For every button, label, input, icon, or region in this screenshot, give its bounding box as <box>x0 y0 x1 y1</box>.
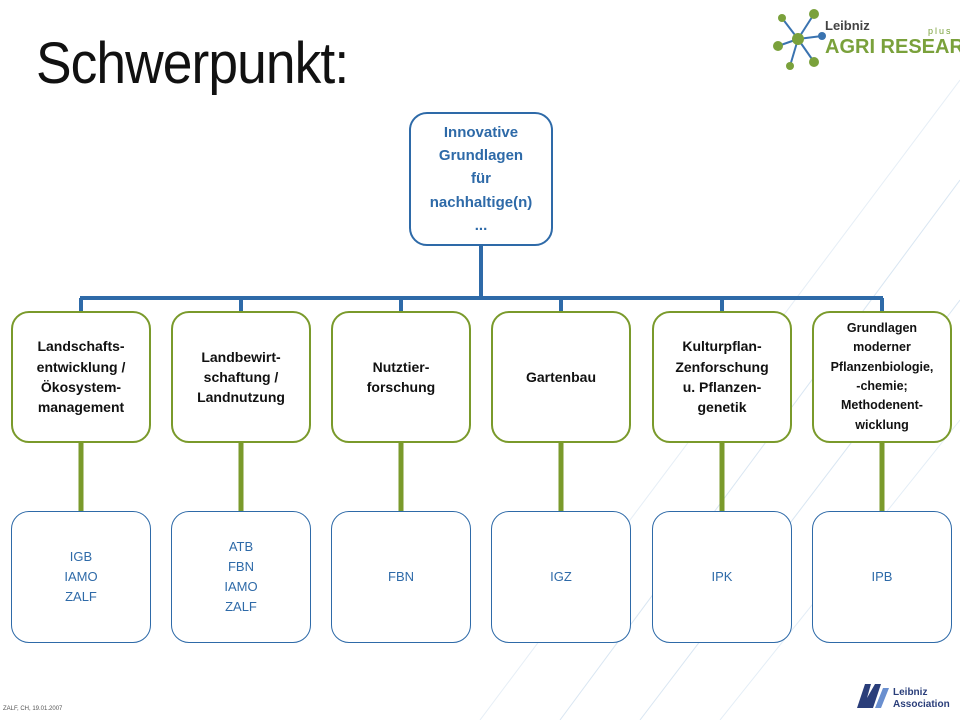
category-node-landschaftsentwicklung: Landschafts- entwicklung / Ökosystem- ma… <box>11 311 151 443</box>
logo-leibniz-text: Leibniz <box>825 18 870 33</box>
leibniz-agri-research-logo: Leibniz plus AGRI RESEARCH <box>770 4 960 76</box>
category-node-kulturpflanzenforschung: Kulturpflan- Zenforschung u. Pflanzen- g… <box>652 311 792 443</box>
category-node-nutztierforschung: Nutztier- forschung <box>331 311 471 443</box>
leibniz-logo-icon <box>857 684 889 708</box>
institute-node-1: IGB IAMO ZALF <box>11 511 151 643</box>
category-node-gartenbau: Gartenbau <box>491 311 631 443</box>
institute-node-6: IPB <box>812 511 952 643</box>
institute-node-2: ATB FBN IAMO ZALF <box>171 511 311 643</box>
logo-agri-research-text: AGRI RESEARCH <box>825 36 960 58</box>
category-node-grundlagen: Grundlagen moderner Pflanzenbiologie, -c… <box>812 311 952 443</box>
page-title: Schwerpunkt: <box>36 31 349 96</box>
institute-node-4: IGZ <box>491 511 631 643</box>
root-node: Innovative Grundlagen für nachhaltige(n)… <box>409 112 553 246</box>
logo-association-line: Association <box>893 699 950 710</box>
footer-note: ZALF, CH, 19.01.2007 <box>3 706 63 712</box>
molecule-icon <box>773 9 826 70</box>
leibniz-association-logo: Leibniz Association <box>855 678 960 718</box>
institute-node-3: FBN <box>331 511 471 643</box>
category-node-landbewirtschaftung: Landbewirt- schaftung / Landnutzung <box>171 311 311 443</box>
logo-leibniz-line: Leibniz <box>893 687 928 698</box>
institute-node-5: IPK <box>652 511 792 643</box>
logo-plus-text: plus <box>928 26 953 36</box>
